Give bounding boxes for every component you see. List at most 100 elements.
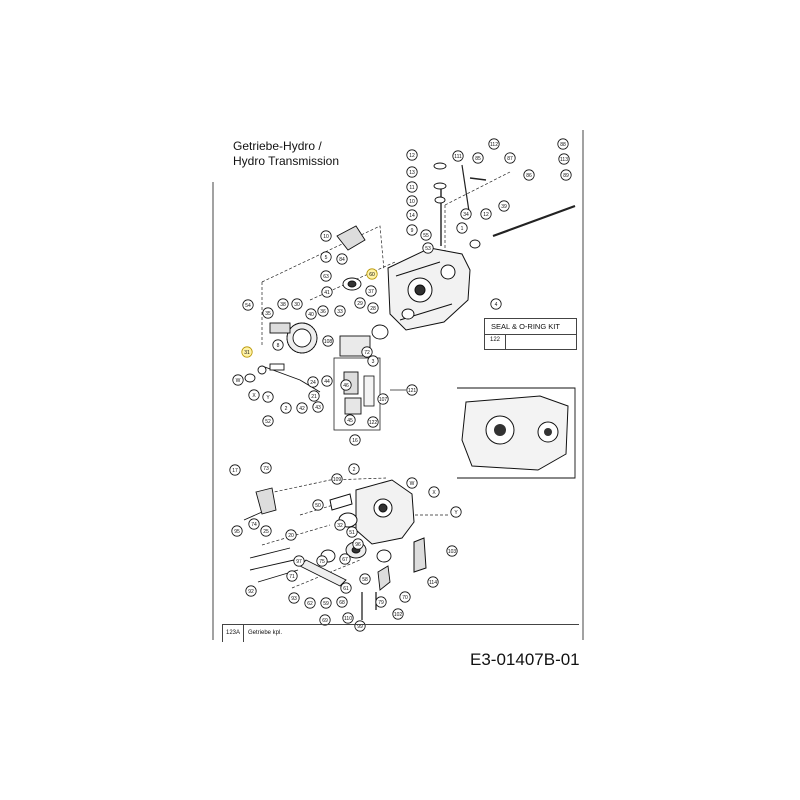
callout-balloon (504, 152, 516, 164)
callout-number: 108 (324, 339, 333, 345)
callout-balloon (320, 597, 332, 609)
callout-balloon (446, 545, 458, 557)
callout-balloon (331, 473, 343, 485)
callout-number: 8 (277, 343, 280, 349)
callout-balloon (560, 169, 572, 181)
callout-balloon (340, 379, 352, 391)
callout-number: 28 (370, 306, 376, 312)
part-callout: 2 (348, 463, 360, 475)
upper-gears (286, 162, 481, 354)
callout-balloon (262, 415, 274, 427)
callout-number: 92 (248, 589, 254, 595)
callout-balloon (498, 200, 510, 212)
part-callout: 5 (320, 251, 332, 263)
callout-number: 79 (378, 600, 384, 606)
seal-kit-label: SEAL & O-RING KIT (491, 322, 560, 331)
part-callout: 50 (312, 499, 324, 511)
callout-balloon (280, 402, 292, 414)
callout-number: 107 (379, 397, 388, 403)
part-callout: 20 (285, 529, 297, 541)
callout-number: 63 (323, 274, 329, 280)
callout-number: 110 (344, 616, 352, 622)
callout-number: 75 (319, 559, 325, 565)
part-callout: X (428, 486, 440, 498)
callout-balloon (406, 224, 418, 236)
callout-number: 69 (322, 618, 328, 624)
callout-balloon (304, 597, 316, 609)
callout-balloon (375, 596, 387, 608)
callout-number: 95 (234, 529, 240, 535)
callout-balloon (291, 298, 303, 310)
callout-number: 10 (323, 234, 329, 240)
part-callout: 102 (392, 608, 404, 620)
callout-number: 52 (265, 419, 271, 425)
part-callout: 59 (320, 597, 332, 609)
part-callout: 44 (321, 375, 333, 387)
part-callout: 87 (504, 152, 516, 164)
callout-balloon (342, 612, 354, 624)
part-callout: 31 (241, 346, 253, 358)
callout-balloon (377, 393, 389, 405)
callout-number: 68 (339, 600, 345, 606)
callout-number: 62 (307, 601, 313, 607)
callout-number: 74 (251, 522, 257, 528)
callout-number: 33 (337, 309, 343, 315)
part-callout: 84 (336, 253, 348, 265)
callout-balloon (348, 463, 360, 475)
callout-number: 12 (409, 153, 415, 159)
callout-number: 46 (343, 383, 349, 389)
part-callout: 108 (322, 335, 334, 347)
callout-balloon (490, 298, 502, 310)
callout-balloon (406, 384, 418, 396)
callout-balloon (366, 268, 378, 280)
part-callout: 114 (427, 576, 439, 588)
callout-balloon (346, 526, 358, 538)
callout-balloon (321, 286, 333, 298)
callout-balloon (420, 229, 432, 241)
title-line-1: Getriebe-Hydro / (233, 139, 322, 153)
callout-balloon (456, 222, 468, 234)
linkage-parts (244, 322, 321, 393)
callout-number: 72 (364, 350, 370, 356)
part-callout: 121 (406, 384, 418, 396)
callout-number: 36 (320, 309, 326, 315)
part-callout: 89 (560, 169, 572, 181)
part-callout: 70 (399, 591, 411, 603)
callout-balloon (293, 555, 305, 567)
differential-parts (243, 487, 392, 620)
callout-number: 29 (357, 301, 363, 307)
part-callout: 103 (446, 545, 458, 557)
part-callout: 72 (361, 346, 373, 358)
callout-number: 31 (244, 350, 250, 356)
callout-number: 50 (315, 503, 321, 509)
part-callout: 96 (352, 538, 364, 550)
part-callout: 52 (262, 415, 274, 427)
part-callout: W (406, 477, 418, 489)
seal-kit-divider (485, 334, 576, 335)
callout-number: 21 (311, 394, 317, 400)
part-callout: W (232, 374, 244, 386)
callout-balloon (322, 335, 334, 347)
title-line-2: Hydro Transmission (233, 154, 340, 168)
part-callout: 38 (277, 298, 289, 310)
callout-balloon (450, 506, 462, 518)
callout-balloon (334, 519, 346, 531)
callout-number: 37 (368, 289, 374, 295)
callout-number: 70 (402, 595, 408, 601)
callout-number: 84 (339, 257, 345, 263)
part-callout: 45 (344, 414, 356, 426)
callout-balloon (422, 242, 434, 254)
callout-balloon (319, 614, 331, 626)
part-callout: 95 (231, 525, 243, 537)
part-callout: 71 (286, 570, 298, 582)
part-callout: 34 (460, 208, 472, 220)
part-callout: 113 (558, 153, 570, 165)
part-callout: 109 (331, 473, 343, 485)
callout-number: 2 (353, 467, 356, 473)
callout-balloon (359, 573, 371, 585)
callout-balloon (406, 477, 418, 489)
part-callout: 73 (260, 462, 272, 474)
callout-balloon (349, 434, 361, 446)
